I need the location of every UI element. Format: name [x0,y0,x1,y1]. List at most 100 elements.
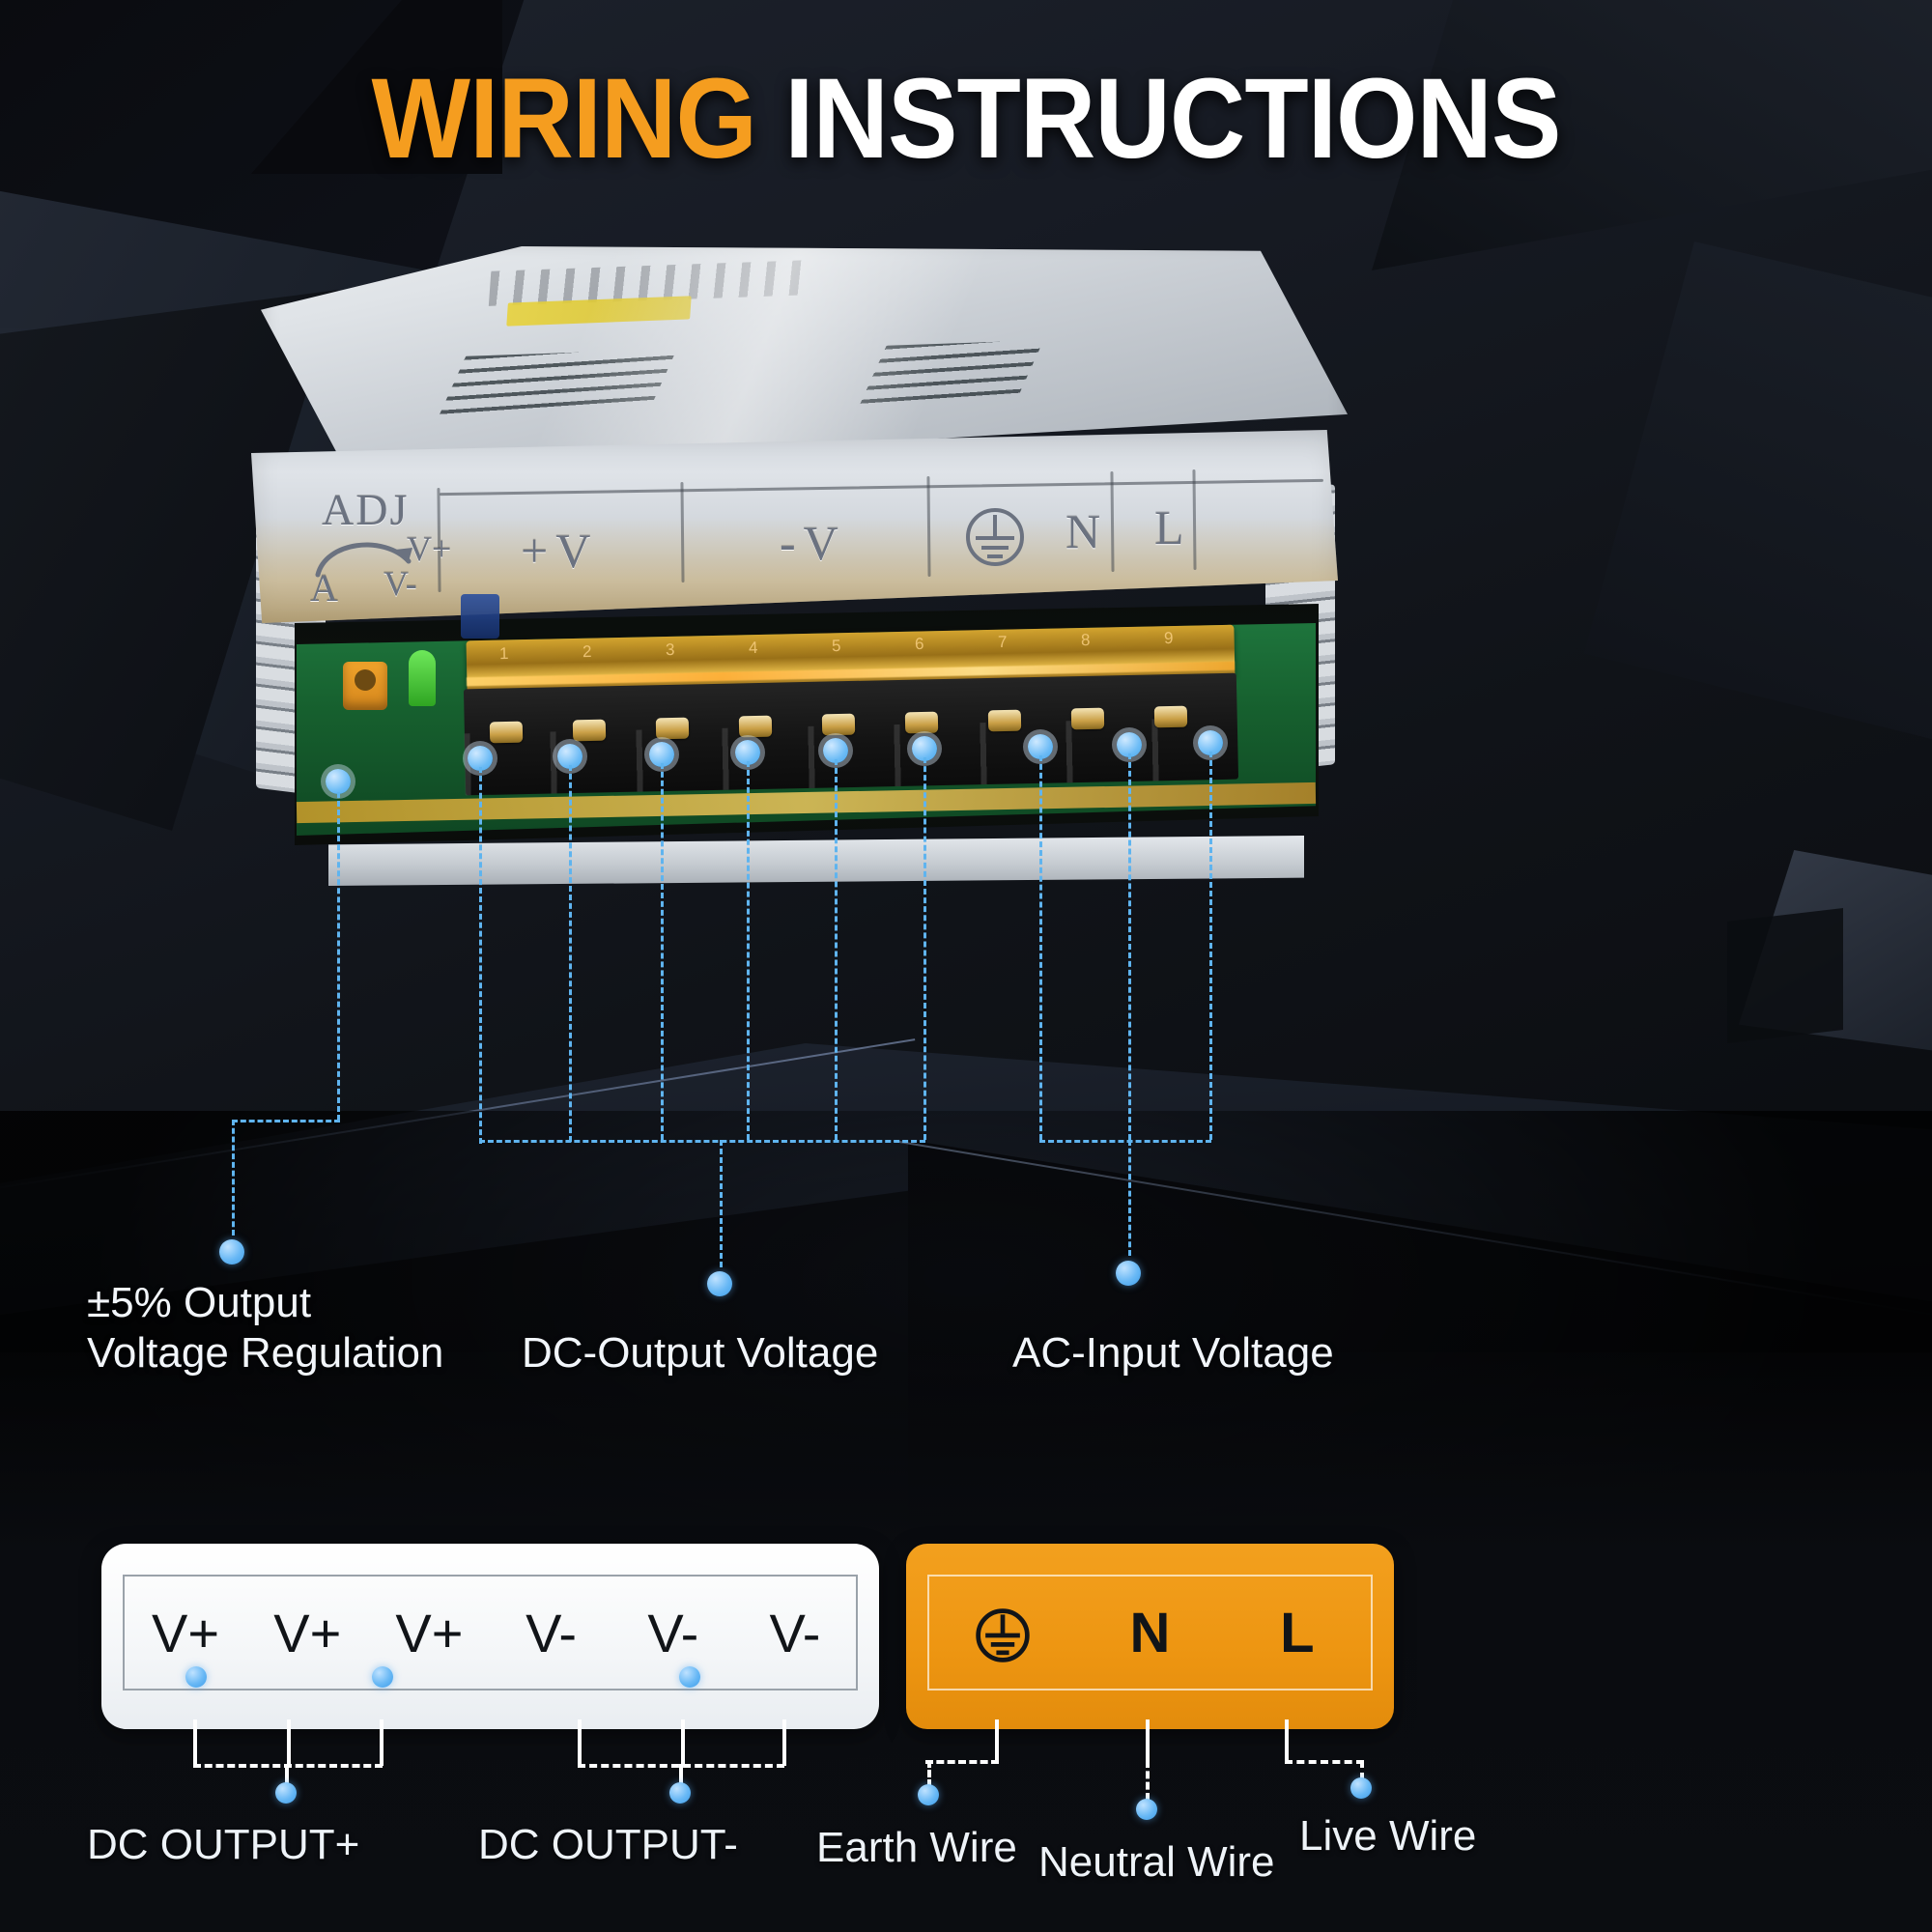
neutral-wire-dot[interactable] [1136,1799,1157,1820]
terminal-screw [821,713,856,736]
leader-line-ac2 [1128,753,1131,1140]
terminal-dot-2[interactable] [557,744,582,769]
terminal-dot-1[interactable] [468,746,493,771]
leader-line-dc-bus [479,1140,925,1143]
terminal-dot-6[interactable] [912,736,937,761]
terminal-screw [1153,705,1188,728]
terminal-number: 9 [1163,628,1174,648]
dc-output-positive-dot[interactable] [275,1782,297,1804]
terminal-dot-7[interactable] [1028,734,1053,759]
terminal-number: 7 [997,632,1008,652]
psu-adjust-trimpot [343,662,387,710]
negative-voltage-label: -V [780,516,846,570]
terminal-screw [489,721,524,744]
page-title: WIRING INSTRUCTIONS [77,62,1855,176]
dc-legend-box: V+ V+ V+ V- V- V- [101,1544,879,1729]
ac-pin-live: L [1280,1601,1315,1664]
terminal-number: 4 [748,638,758,658]
terminal-screw [1070,707,1105,730]
dc-legend-dot-vminus-2[interactable] [679,1666,700,1688]
terminal-screw [655,717,690,740]
dc-leader-negative-down [679,1764,683,1791]
terminal-dot-5[interactable] [823,738,848,763]
callout-dot-dc-output[interactable] [707,1271,732,1296]
title-word-instructions: INSTRUCTIONS [784,55,1561,183]
ac-pin-earth [929,1600,1076,1666]
live-wire-dot[interactable] [1350,1777,1372,1799]
callout-dot-adjust[interactable] [219,1239,244,1264]
earth-ground-icon [976,1608,1030,1663]
earth-wire-label: Earth Wire [816,1824,1017,1871]
dc-output-callout: DC-Output Voltage [522,1329,879,1377]
terminal-screw [738,715,773,738]
ac-pin-neutral: N [1129,1601,1171,1664]
terminal-screw [572,719,607,742]
dc-legend-inner-frame: V+ V+ V+ V- V- V- [123,1575,858,1690]
ac-leader-live-bus [1285,1760,1364,1764]
ac-leader-live-down [1360,1760,1364,1793]
dc-output-negative-label: DC OUTPUT- [478,1821,738,1868]
terminal-number: 6 [914,634,924,654]
neutral-label: N [1065,504,1101,558]
psu-green-led [409,650,436,706]
ac-input-callout: AC-Input Voltage [1012,1329,1334,1377]
leader-line-dc4 [747,761,750,1140]
terminal-number: 3 [665,639,675,660]
dc-leader-v3 [380,1719,384,1766]
dc-leader-v1 [193,1719,197,1766]
dc-output-positive-label: DC OUTPUT+ [87,1821,360,1868]
leader-line-adj-horizontal [232,1120,340,1122]
terminal-dot-adj[interactable] [326,769,351,794]
dc-leader-v5 [681,1719,685,1766]
earth-ground-icon [966,508,1024,566]
ac-legend-inner-frame: N L [927,1575,1373,1690]
adj-vplus-label: V+ [407,529,452,568]
terminal-number: 1 [498,643,509,664]
ac-leader-neutral-down [1146,1760,1150,1801]
earth-wire-dot[interactable] [918,1784,939,1805]
leader-line-ac1 [1039,755,1042,1140]
dc-legend-dot-vplus-3[interactable] [372,1666,393,1688]
title-word-wiring: WIRING [371,55,757,183]
leader-line-dc6 [923,757,926,1140]
leader-line-dc2 [569,765,572,1142]
leader-line-ac3 [1209,752,1212,1140]
dc-pin-vplus-2: V+ [273,1602,342,1663]
leader-line-dc3 [661,763,664,1140]
adj-vminus-label: V- [384,564,417,603]
terminal-dot-8[interactable] [1117,732,1142,757]
dc-pin-vminus-2: V- [647,1602,699,1663]
ac-legend-box: N L [906,1544,1394,1729]
dc-pin-vplus-3: V+ [395,1602,464,1663]
terminal-dot-4[interactable] [735,740,760,765]
ac-leader-earth [995,1719,999,1762]
terminal-number: 2 [582,641,592,662]
power-supply-photo: ADJ A V+ V- +V -V N L 1 2 [237,246,1377,903]
ac-leader-earth-bus [925,1760,999,1764]
terminal-dot-9[interactable] [1198,730,1223,755]
neutral-wire-label: Neutral Wire [1038,1838,1275,1886]
psu-blue-capacitor [461,594,499,639]
dc-output-negative-dot[interactable] [669,1782,691,1804]
ac-leader-neutral [1146,1719,1150,1762]
leader-line-dc5 [835,759,838,1140]
terminal-number: 8 [1080,630,1091,650]
live-label: L [1154,500,1184,554]
dc-legend-dot-vplus-1[interactable] [185,1666,207,1688]
callout-dot-ac-input[interactable] [1116,1261,1141,1286]
dc-pin-vminus-3: V- [769,1602,821,1663]
dc-leader-v2 [287,1719,291,1766]
adj-arrow-icon [315,542,412,578]
psu-bottom-lip [328,836,1304,886]
dc-pin-vminus-1: V- [526,1602,578,1663]
adj-label: ADJ [322,485,410,534]
leader-line-adj-vertical [337,792,340,1121]
dc-pin-vplus-1: V+ [152,1602,220,1663]
terminal-dot-3[interactable] [649,742,674,767]
leader-line-ac-down [1128,1140,1131,1256]
leader-line-ac-bus [1039,1140,1211,1143]
ac-leader-live [1285,1719,1289,1762]
live-wire-label: Live Wire [1299,1812,1477,1860]
dc-leader-v4 [578,1719,582,1766]
